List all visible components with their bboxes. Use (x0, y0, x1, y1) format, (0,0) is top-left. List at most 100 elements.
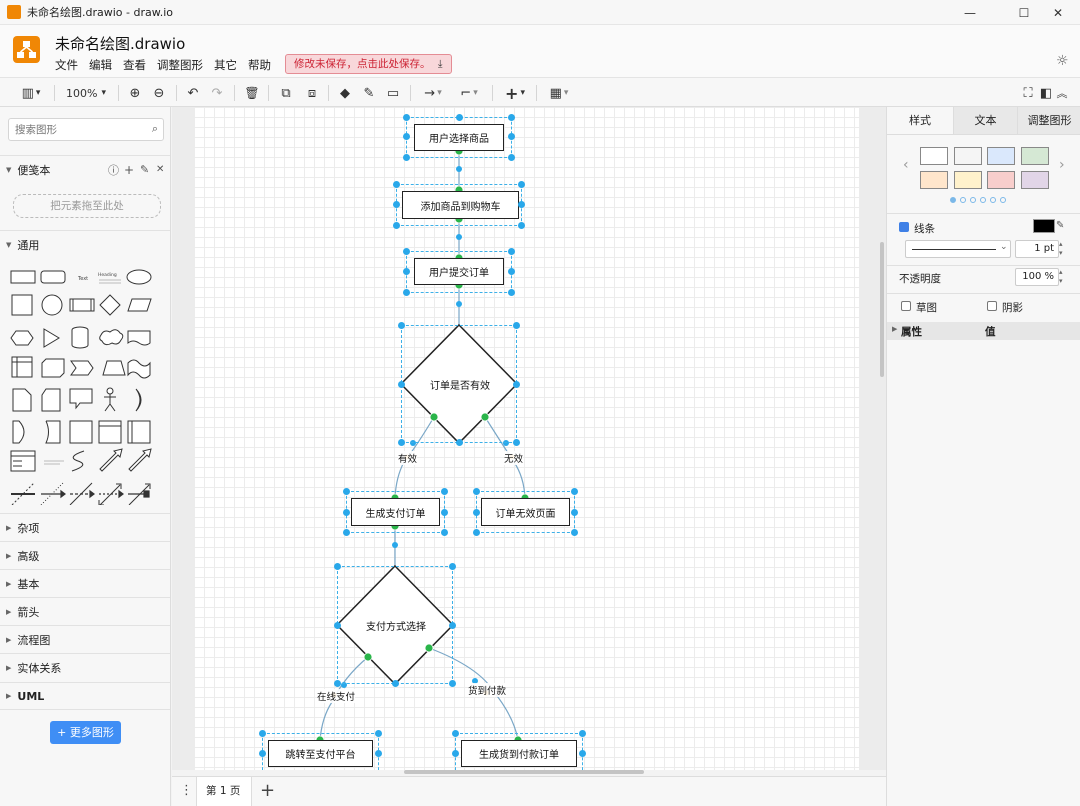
page-tab-1[interactable]: 第 1 页 ⌃ (196, 777, 252, 806)
resize-handle[interactable] (473, 509, 480, 516)
resize-handle[interactable] (449, 680, 456, 687)
resize-handle[interactable] (579, 730, 586, 737)
shadow-icon[interactable]: ▭ (386, 85, 400, 101)
resize-handle[interactable] (508, 133, 515, 140)
resize-handle[interactable] (518, 181, 525, 188)
search-icon[interactable]: ⌕ (151, 122, 158, 135)
resize-handle[interactable] (508, 154, 515, 161)
resize-handle[interactable] (508, 114, 515, 121)
connection-style-dropdown[interactable]: →▾ (418, 83, 448, 103)
help-icon[interactable]: ⓘ (108, 163, 119, 177)
general-section-header[interactable]: ▼ 通用 (0, 230, 170, 258)
fill-color-icon[interactable]: ◆ (340, 85, 350, 101)
node-goto-payment[interactable]: 跳转至支付平台 (268, 740, 373, 767)
style-swatch-8[interactable] (1021, 171, 1049, 189)
line-checkbox[interactable] (899, 222, 909, 232)
resize-handle[interactable] (449, 563, 456, 570)
style-swatch-2[interactable] (954, 147, 982, 165)
add-page-icon[interactable]: + (260, 780, 276, 801)
style-swatch-4[interactable] (1021, 147, 1049, 165)
shadow-checkbox[interactable] (987, 301, 997, 311)
resize-handle[interactable] (403, 154, 410, 161)
pager-dot[interactable] (990, 197, 996, 203)
stepper-icon[interactable]: ▴▾ (1059, 268, 1063, 285)
stepper-icon[interactable]: ▴▾ (1059, 240, 1063, 257)
menu-arrange[interactable]: 调整图形 (157, 58, 203, 72)
format-panel-toggle[interactable]: ▥▾ (16, 83, 46, 103)
edge-label-cod[interactable]: 货到付款 (468, 683, 507, 697)
node-select-product[interactable]: 用户选择商品 (414, 124, 504, 151)
menu-help[interactable]: 帮助 (248, 58, 271, 72)
document-title[interactable]: 未命名绘图.drawio (55, 35, 186, 53)
basic-section-header[interactable]: ▶基本 (0, 569, 170, 597)
table-dropdown[interactable]: ▦▾ (544, 83, 574, 103)
misc-section-header[interactable]: ▶杂项 (0, 513, 170, 541)
resize-handle[interactable] (393, 201, 400, 208)
node-payment-method[interactable]: 支付方式选择 (366, 622, 426, 633)
minimize-button[interactable]: — (964, 5, 976, 20)
zoom-out-icon[interactable]: ⊖ (153, 85, 165, 101)
sketch-checkbox[interactable] (901, 301, 911, 311)
pencil-icon[interactable]: ✎ (1056, 220, 1065, 231)
resize-handle[interactable] (508, 268, 515, 275)
resize-handle[interactable] (441, 509, 448, 516)
resize-handle[interactable] (259, 750, 266, 757)
node-order-valid[interactable]: 订单是否有效 (430, 381, 490, 392)
shape-palette[interactable]: Text Heading (8, 265, 163, 505)
redo-icon[interactable]: ↷ (211, 85, 223, 101)
resize-handle[interactable] (513, 439, 520, 446)
node-generate-payment[interactable]: 生成支付订单 (351, 498, 440, 526)
menu-edit[interactable]: 编辑 (89, 58, 112, 72)
tab-style[interactable]: 样式 (887, 107, 953, 135)
style-swatch-5[interactable] (920, 171, 948, 189)
style-swatch-1[interactable] (920, 147, 948, 165)
resize-handle[interactable] (456, 439, 463, 446)
edge-label-online-pay[interactable]: 在线支付 (317, 689, 356, 703)
resize-handle[interactable] (571, 488, 578, 495)
close-button[interactable]: ✕ (1052, 5, 1064, 20)
resize-handle[interactable] (518, 222, 525, 229)
zoom-in-icon[interactable]: ⊕ (129, 85, 141, 101)
pager-dot[interactable] (950, 197, 956, 203)
add-icon[interactable]: + (124, 162, 135, 177)
style-swatch-7[interactable] (987, 171, 1015, 189)
chevron-left-icon[interactable]: ‹ (903, 157, 909, 173)
node-cod-order[interactable]: 生成货到付款订单 (461, 740, 577, 767)
horizontal-scrollbar[interactable] (404, 770, 644, 774)
collapse-icon[interactable]: ︽ (1056, 87, 1068, 100)
resize-handle[interactable] (441, 529, 448, 536)
resize-handle[interactable] (334, 680, 341, 687)
to-back-icon[interactable]: ⧈ (307, 85, 317, 101)
menu-extras[interactable]: 其它 (214, 58, 237, 72)
er-section-header[interactable]: ▶实体关系 (0, 653, 170, 681)
resize-handle[interactable] (375, 750, 382, 757)
properties-header[interactable]: ▶ 属性 值 (887, 322, 1080, 340)
resize-handle[interactable] (403, 289, 410, 296)
edge-label-invalid[interactable]: 无效 (504, 451, 524, 465)
tab-arrange[interactable]: 调整图形 (1017, 107, 1080, 135)
resize-handle[interactable] (508, 248, 515, 255)
resize-handle[interactable] (393, 222, 400, 229)
style-swatch-3[interactable] (987, 147, 1015, 165)
flowchart-section-header[interactable]: ▶流程图 (0, 625, 170, 653)
menu-view[interactable]: 查看 (123, 58, 146, 72)
insert-dropdown[interactable]: +▾ (500, 83, 530, 103)
zoom-dropdown[interactable]: 100%▾ (62, 83, 110, 103)
node-add-to-cart[interactable]: 添加商品到购物车 (402, 191, 519, 219)
fullscreen-icon[interactable]: ⛶ (1023, 85, 1033, 101)
undo-icon[interactable]: ↶ (187, 85, 199, 101)
pager-dot[interactable] (970, 197, 976, 203)
resize-handle[interactable] (343, 488, 350, 495)
resize-handle[interactable] (403, 133, 410, 140)
node-invalid-page[interactable]: 订单无效页面 (481, 498, 570, 526)
resize-handle[interactable] (473, 529, 480, 536)
node-submit-order[interactable]: 用户提交订单 (414, 258, 504, 285)
resize-handle[interactable] (393, 181, 400, 188)
resize-handle[interactable] (375, 730, 382, 737)
resize-handle[interactable] (518, 201, 525, 208)
line-pattern-select[interactable]: ⌄ (905, 240, 1011, 258)
resize-handle[interactable] (513, 322, 520, 329)
resize-handle[interactable] (398, 439, 405, 446)
pager-dot[interactable] (1000, 197, 1006, 203)
connector-palette[interactable] (8, 488, 163, 500)
